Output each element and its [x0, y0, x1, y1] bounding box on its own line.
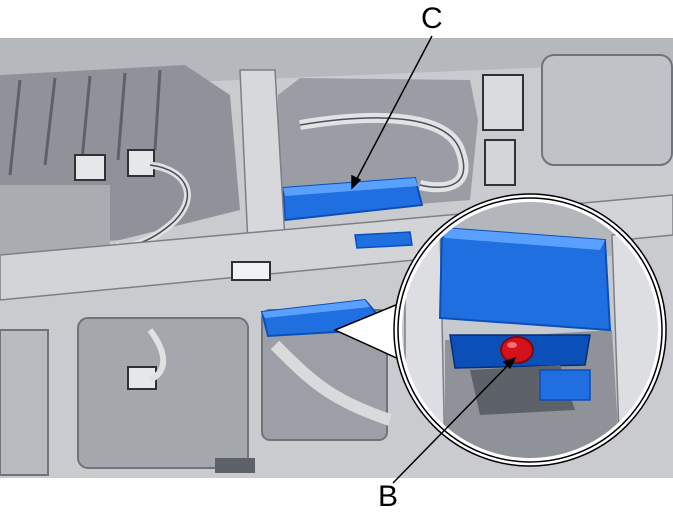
leader-line-b: [392, 357, 516, 484]
fastener-b: [500, 336, 534, 364]
callout-label-c: C: [421, 2, 443, 35]
cable-lower: [270, 340, 392, 426]
wire-harness-lower: [147, 328, 167, 383]
bottom-tab: [215, 458, 255, 473]
slot: [231, 261, 271, 281]
connector: [127, 149, 155, 177]
detail-lower-bracket: [539, 369, 591, 401]
clip-tab: [482, 74, 524, 131]
detail-module: [438, 226, 612, 332]
callout-label-b: B: [378, 480, 399, 513]
upper-middle-cavity: [278, 78, 478, 215]
bracket-small: [354, 231, 413, 249]
connector: [74, 154, 106, 181]
vent-ribs: [8, 69, 162, 176]
upper-right-opening: [541, 54, 673, 166]
clip-latch: [484, 139, 516, 186]
leader-lines: [351, 35, 517, 484]
lower-middle-opening: [77, 317, 249, 469]
magnified-detail: [393, 193, 667, 467]
lower-left-box: [0, 185, 110, 255]
lower-left-opening: [0, 329, 49, 476]
leader-line-c: [351, 35, 433, 189]
